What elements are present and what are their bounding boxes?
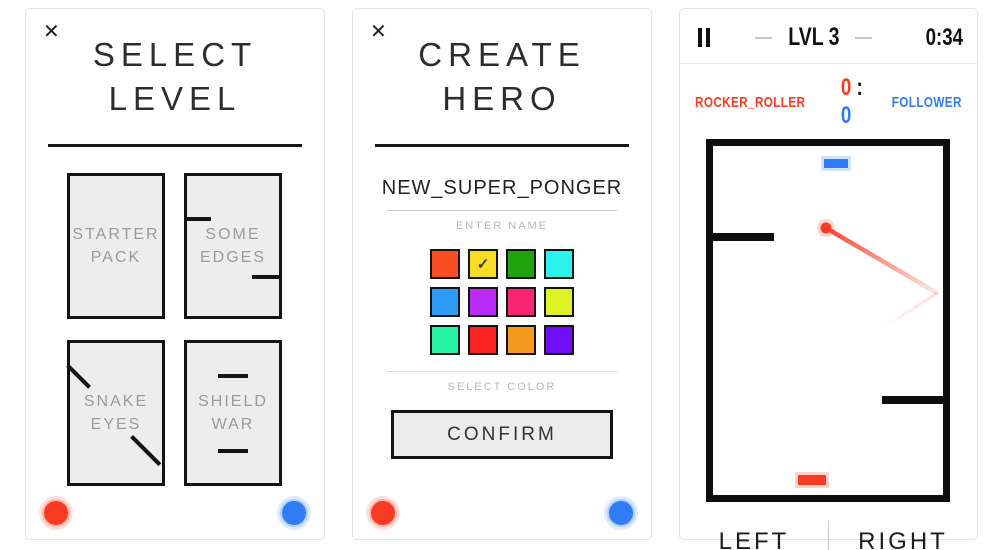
hero-name-value: NEW_SUPER_PONGER bbox=[381, 177, 623, 200]
title-line: HERO bbox=[442, 79, 562, 117]
title-line: CREATE bbox=[418, 36, 586, 73]
color-swatch[interactable] bbox=[506, 325, 536, 356]
level-grid: STARTER PACK SOME EDGES SNAKE EYES bbox=[66, 173, 283, 487]
score-row: ROCKER_ROLLER 0 : 0 FOLLOWER bbox=[680, 64, 977, 130]
player-right-name: FOLLOWER bbox=[891, 93, 962, 111]
arena-wall-left-segment bbox=[713, 233, 774, 241]
select-level-panel: ✕ SELECT LEVEL STARTER PACK SOME EDGES bbox=[25, 8, 325, 540]
color-swatch[interactable] bbox=[468, 287, 498, 318]
arena-wall-right-segment bbox=[882, 396, 943, 404]
level-tile-label: SHIELD WAR bbox=[198, 392, 268, 434]
diagonal-wall-mark bbox=[66, 364, 91, 389]
title-line: SELECT bbox=[92, 36, 258, 73]
pause-icon[interactable] bbox=[696, 26, 712, 49]
player-blue-indicator bbox=[609, 501, 633, 525]
score-left: 0 bbox=[840, 74, 851, 101]
title-dash bbox=[855, 36, 873, 39]
level-tile-some-edges[interactable]: SOME EDGES bbox=[184, 173, 282, 320]
level-tile-starter-pack[interactable]: STARTER PACK bbox=[67, 173, 165, 320]
create-hero-title: CREATE HERO bbox=[353, 33, 651, 120]
input-underline bbox=[387, 210, 617, 212]
title-divider bbox=[375, 144, 629, 148]
blue-paddle bbox=[824, 159, 848, 168]
color-swatch[interactable] bbox=[544, 249, 574, 280]
player-red-indicator bbox=[371, 501, 395, 525]
game-header: LVL 3 0:34 bbox=[680, 9, 977, 52]
controls-divider bbox=[828, 521, 829, 550]
edge-wall-mark bbox=[252, 275, 279, 280]
color-divider bbox=[387, 371, 617, 373]
color-grid: ✓ bbox=[430, 249, 574, 356]
select-level-title: SELECT LEVEL bbox=[26, 33, 324, 120]
color-swatch[interactable] bbox=[430, 287, 460, 318]
shield-wall-mark bbox=[218, 374, 248, 379]
level-tile-snake-eyes[interactable]: SNAKE EYES bbox=[66, 340, 165, 487]
game-arena bbox=[706, 139, 950, 502]
player-left-name: ROCKER_ROLLER bbox=[695, 93, 806, 111]
close-icon[interactable]: ✕ bbox=[370, 21, 387, 43]
color-swatch[interactable] bbox=[544, 325, 574, 356]
shield-wall-mark bbox=[218, 449, 248, 454]
select-color-hint: SELECT COLOR bbox=[447, 381, 557, 394]
right-button[interactable]: RIGHT bbox=[858, 528, 948, 550]
hero-name-input[interactable]: NEW_SUPER_PONGER bbox=[353, 177, 651, 212]
color-swatch[interactable] bbox=[468, 325, 498, 356]
level-tile-shield-war[interactable]: SHIELD WAR bbox=[184, 340, 282, 487]
edge-wall-mark bbox=[187, 217, 211, 222]
ball bbox=[820, 222, 832, 234]
title-divider bbox=[48, 144, 302, 148]
close-icon[interactable]: ✕ bbox=[43, 21, 60, 43]
create-hero-panel: ✕ CREATE HERO NEW_SUPER_PONGER ENTER NAM… bbox=[352, 8, 652, 540]
color-swatch[interactable] bbox=[506, 249, 536, 280]
game-controls: LEFT RIGHT bbox=[680, 520, 977, 550]
score-separator: : bbox=[856, 74, 863, 101]
level-tile-label: STARTER PACK bbox=[72, 225, 160, 267]
diagonal-wall-mark bbox=[130, 435, 162, 467]
check-icon: ✓ bbox=[476, 256, 490, 274]
title-line: LEVEL bbox=[108, 79, 242, 117]
enter-name-hint: ENTER NAME bbox=[455, 220, 549, 233]
color-swatch[interactable] bbox=[430, 249, 460, 280]
header-divider bbox=[680, 63, 977, 64]
color-swatch[interactable] bbox=[506, 287, 536, 318]
ball-and-trail bbox=[817, 219, 940, 330]
player-red-indicator bbox=[44, 501, 68, 525]
color-swatch[interactable]: ✓ bbox=[468, 249, 498, 280]
confirm-button[interactable]: CONFIRM bbox=[391, 410, 613, 460]
score-display: 0 : 0 bbox=[840, 74, 868, 130]
left-button[interactable]: LEFT bbox=[718, 528, 790, 550]
game-panel: LVL 3 0:34 ROCKER_ROLLER 0 : 0 FOLLOWER bbox=[679, 8, 978, 550]
color-swatch[interactable] bbox=[430, 325, 460, 356]
level-tile-label: SNAKE EYES bbox=[83, 392, 149, 434]
player-blue-indicator bbox=[282, 501, 306, 525]
level-tile-label: SOME EDGES bbox=[199, 225, 266, 267]
color-swatch[interactable] bbox=[544, 287, 574, 318]
title-dash bbox=[754, 36, 772, 39]
level-indicator: LVL 3 bbox=[712, 23, 915, 52]
level-label: LVL 3 bbox=[787, 23, 840, 51]
timer: 0:34 bbox=[925, 23, 963, 51]
red-paddle bbox=[798, 475, 826, 485]
score-right: 0 bbox=[840, 102, 851, 129]
